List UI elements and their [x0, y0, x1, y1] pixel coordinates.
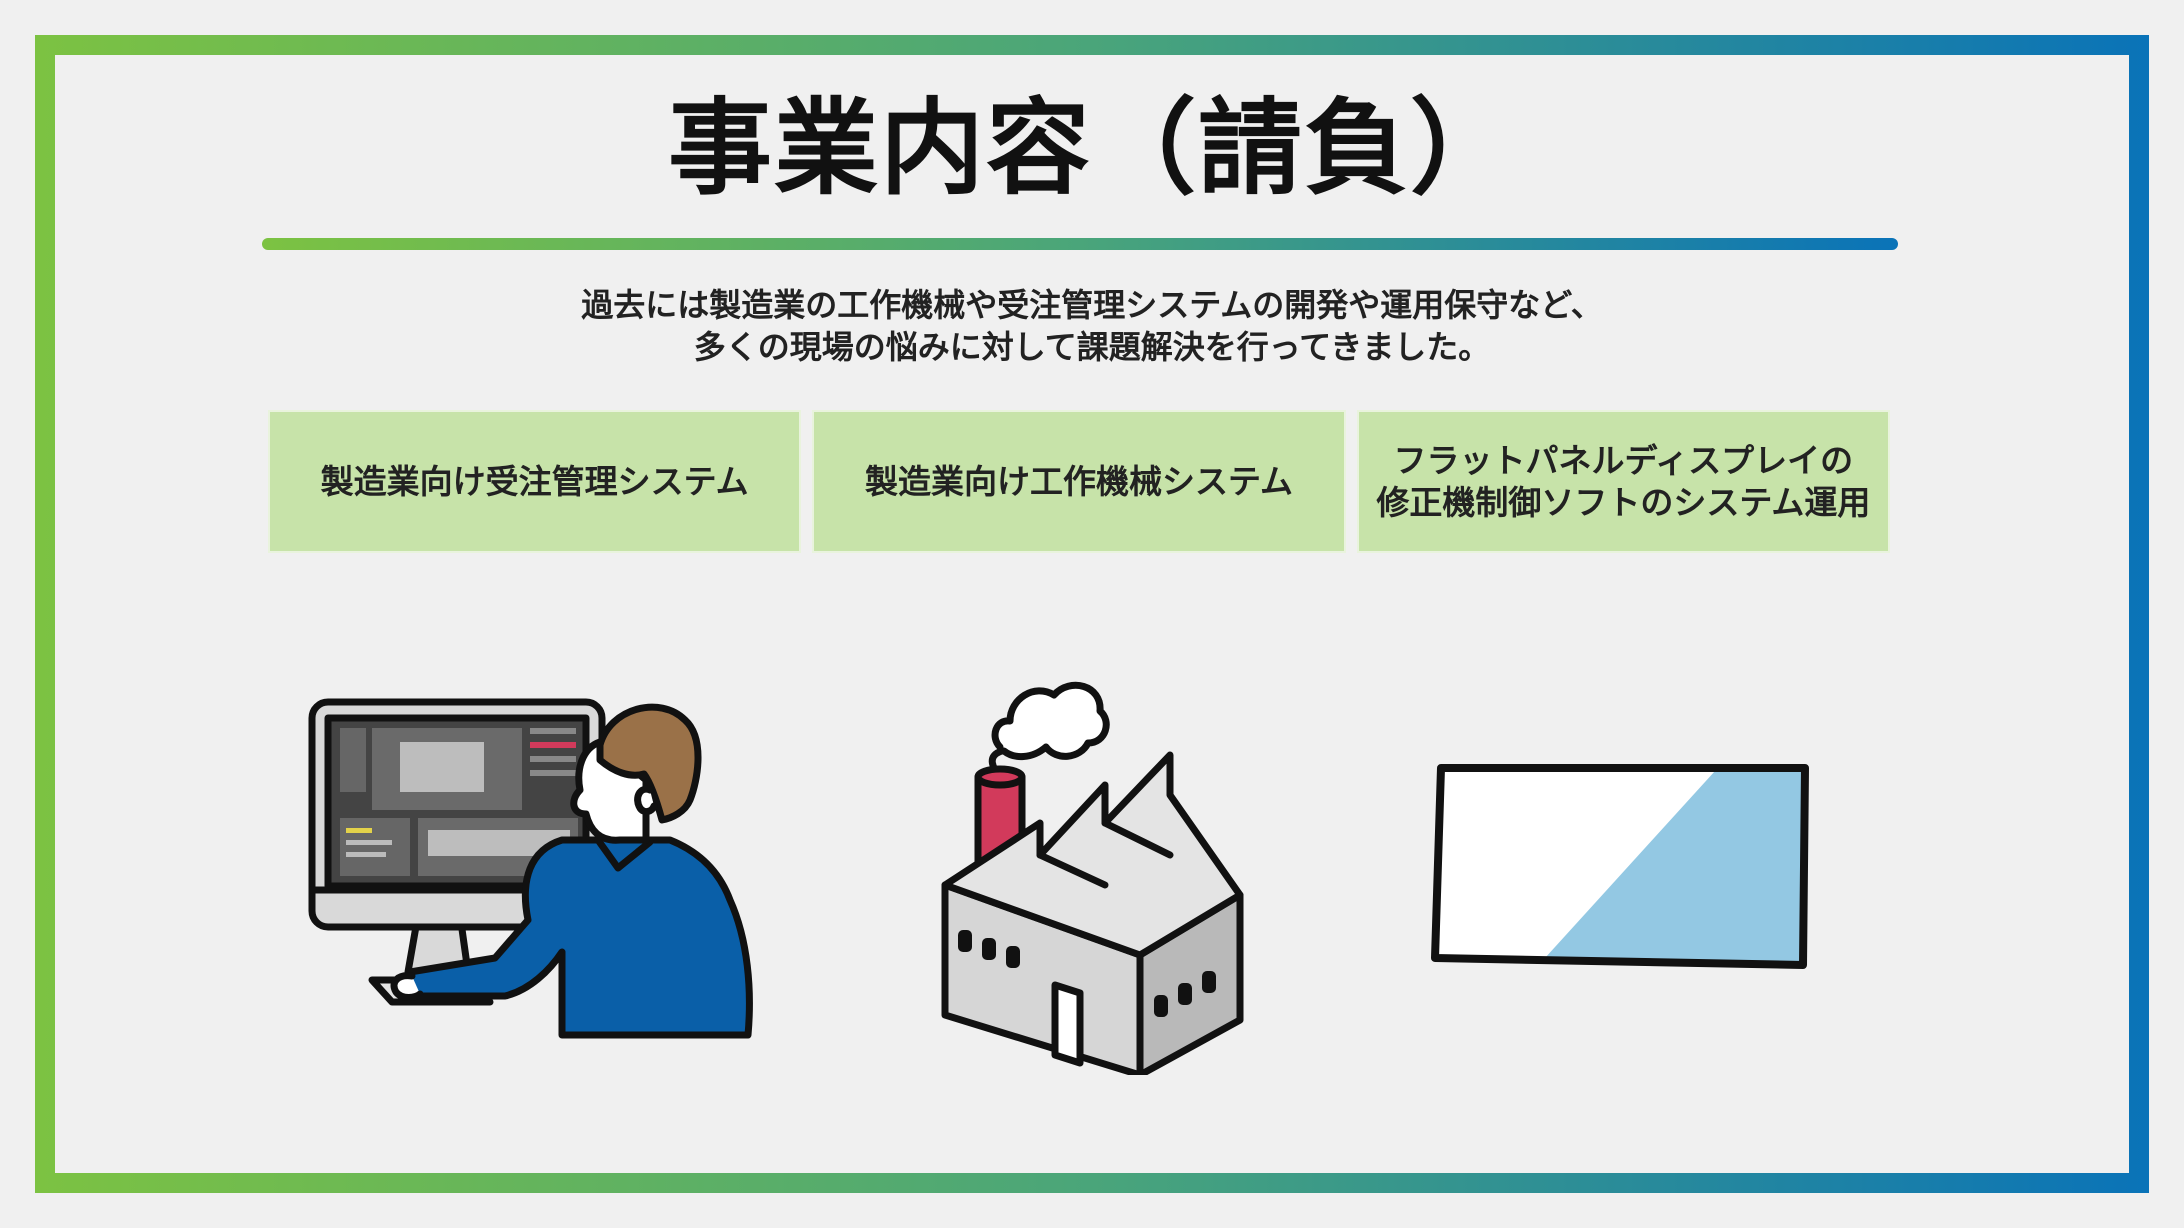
- intro-line-1: 過去には製造業の工作機械や受注管理システムの開発や運用保守など、: [581, 286, 1603, 324]
- service-cards: 製造業向け受注管理システム 製造業向け工作機械システム フラットパネルディスプレ…: [268, 410, 1890, 553]
- intro-line-2: 多くの現場の悩みに対して課題解決を行ってきました。: [693, 328, 1491, 366]
- card-order-management: 製造業向け受注管理システム: [268, 410, 802, 553]
- factory-icon: [941, 681, 1244, 1075]
- card-label-line-2: 修正機制御ソフトのシステム運用: [1376, 482, 1871, 522]
- card-label: 製造業向け工作機械システム: [864, 461, 1293, 501]
- card-label-line-1: フラットパネルディスプレイの: [1393, 440, 1854, 480]
- computer-worker-icon: [308, 698, 753, 1039]
- flat-panel-display-icon: [1431, 764, 1809, 969]
- card-label: 製造業向け受注管理システム: [320, 461, 749, 501]
- page-title: 事業内容（請負）: [667, 87, 1516, 209]
- card-fpd-repair: フラットパネルディスプレイの 修正機制御ソフトのシステム運用: [1356, 410, 1890, 553]
- intro-text: 過去には製造業の工作機械や受注管理システムの開発や運用保守など、 多くの現場の悩…: [0, 284, 2184, 368]
- title-underline: [262, 238, 1898, 250]
- card-machine-tool: 製造業向け工作機械システム: [812, 410, 1346, 553]
